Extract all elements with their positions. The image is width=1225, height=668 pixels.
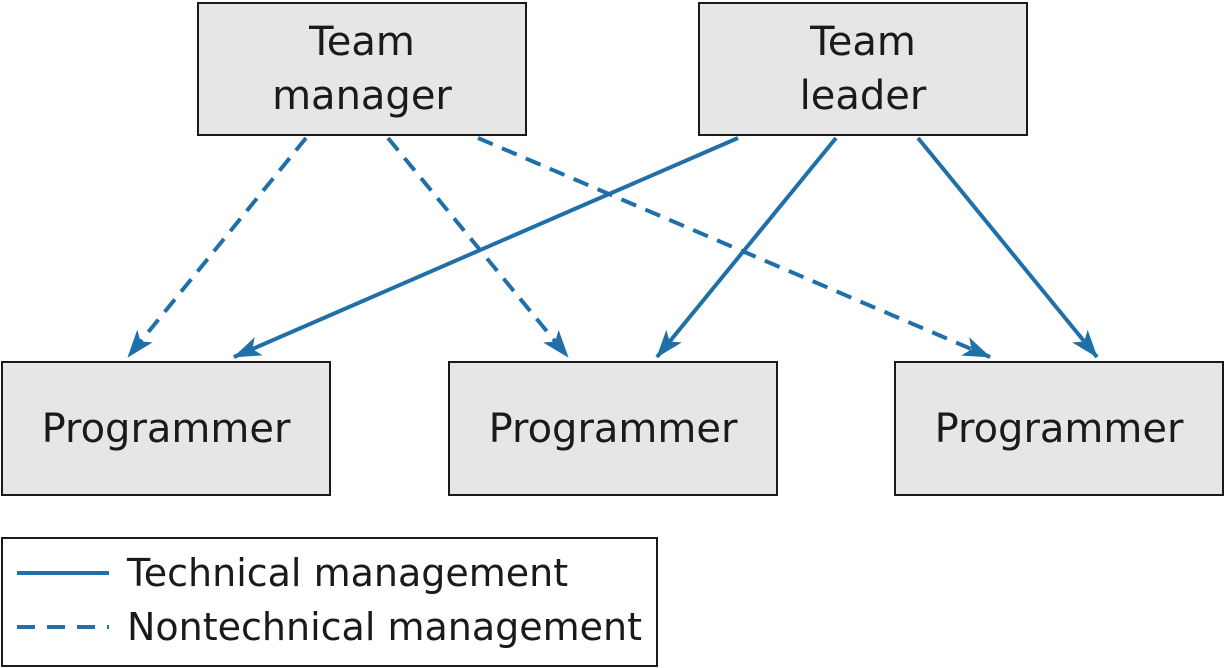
edge-leader-programmer-2 xyxy=(655,136,838,359)
team-manager-label-line2: manager xyxy=(272,73,452,119)
dashed-line-swatch xyxy=(17,625,109,629)
legend: Technical management Nontechnical manage… xyxy=(1,537,658,667)
edge-manager-programmer-2 xyxy=(386,136,570,359)
edge-leader-programmer-3 xyxy=(916,136,1099,359)
edge-leader-programmer-1 xyxy=(233,136,739,359)
programmer-3-label: Programmer xyxy=(934,405,1184,452)
programmer-1-label: Programmer xyxy=(41,405,291,452)
legend-item-nontechnical: Nontechnical management xyxy=(17,605,642,649)
legend-item-technical: Technical management xyxy=(17,551,568,595)
legend-technical-label: Technical management xyxy=(127,551,569,595)
team-leader-box: Team leader xyxy=(698,2,1028,136)
team-manager-label-line1: Team xyxy=(309,19,415,65)
edge-manager-programmer-1 xyxy=(126,136,308,359)
team-leader-label-line2: leader xyxy=(799,73,927,119)
programmer-1-box: Programmer xyxy=(1,361,331,496)
team-leader-label-line1: Team xyxy=(810,19,916,65)
programmer-2-label: Programmer xyxy=(488,405,738,452)
solid-line-swatch xyxy=(17,571,109,575)
legend-nontechnical-label: Nontechnical management xyxy=(127,605,643,649)
edge-manager-programmer-3 xyxy=(477,136,991,359)
programmer-2-box: Programmer xyxy=(448,361,778,496)
team-manager-box: Team manager xyxy=(197,2,527,136)
programmer-3-box: Programmer xyxy=(894,361,1224,496)
